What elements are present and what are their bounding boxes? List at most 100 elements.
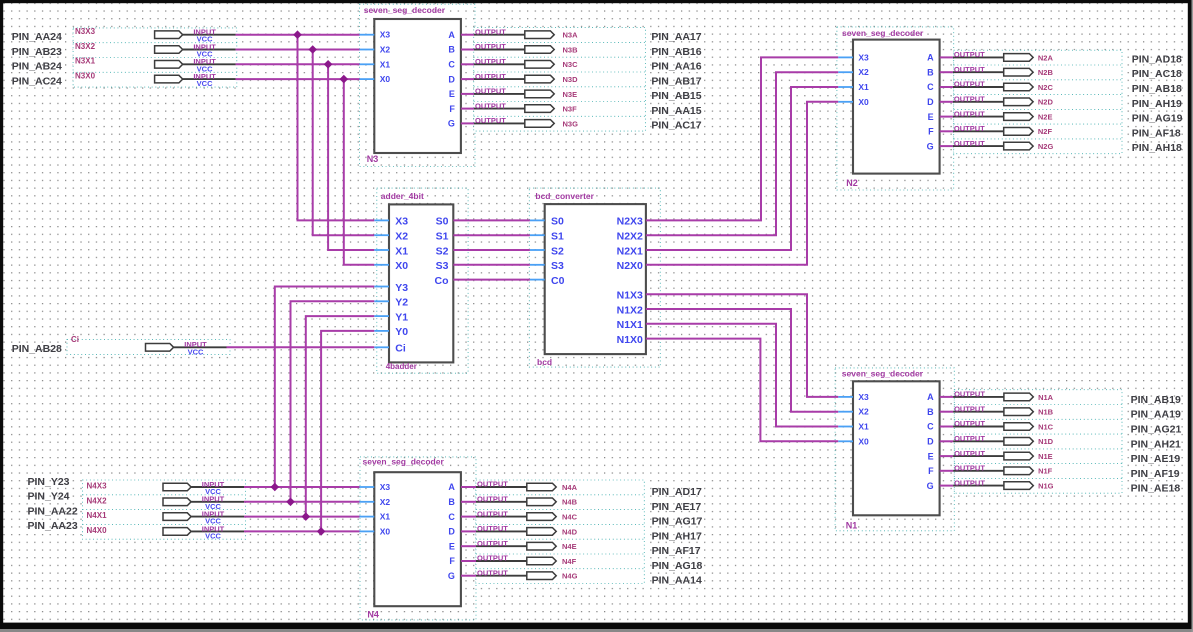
- svg-text:VCC: VCC: [197, 64, 213, 73]
- svg-text:PIN_AH19: PIN_AH19: [1132, 98, 1182, 110]
- svg-text:INPUT: INPUT: [193, 57, 216, 66]
- svg-text:OUTPUT: OUTPUT: [477, 480, 508, 489]
- svg-text:PIN_AG21: PIN_AG21: [1131, 424, 1182, 436]
- svg-text:F: F: [449, 104, 455, 114]
- svg-text:X2: X2: [380, 497, 391, 507]
- svg-text:C: C: [448, 512, 455, 522]
- svg-text:N3C: N3C: [563, 60, 579, 69]
- svg-text:C: C: [927, 422, 934, 432]
- svg-text:C: C: [927, 82, 934, 92]
- svg-text:N2A: N2A: [1038, 53, 1054, 62]
- svg-text:PIN_AB18: PIN_AB18: [1132, 83, 1182, 95]
- svg-text:N2X3: N2X3: [617, 216, 643, 228]
- svg-text:C: C: [448, 60, 455, 70]
- svg-text:PIN_AB19: PIN_AB19: [1131, 394, 1181, 406]
- svg-text:OUTPUT: OUTPUT: [954, 434, 985, 443]
- svg-text:C0: C0: [551, 275, 565, 287]
- svg-text:N2X1: N2X1: [617, 245, 643, 257]
- svg-text:PIN_AB15: PIN_AB15: [651, 90, 701, 102]
- svg-text:PIN_AA14: PIN_AA14: [652, 575, 702, 587]
- svg-text:N1B: N1B: [1038, 408, 1054, 417]
- svg-text:OUTPUT: OUTPUT: [954, 95, 985, 104]
- svg-text:PIN_AG19: PIN_AG19: [1132, 113, 1183, 125]
- svg-text:B: B: [927, 67, 934, 77]
- svg-text:N2D: N2D: [1038, 98, 1054, 107]
- svg-text:VCC: VCC: [205, 531, 221, 540]
- svg-text:INPUT: INPUT: [202, 524, 225, 533]
- svg-text:N3E: N3E: [563, 90, 578, 99]
- svg-text:F: F: [449, 556, 455, 566]
- svg-text:PIN_Y23: PIN_Y23: [28, 476, 70, 488]
- svg-text:Ci: Ci: [71, 335, 79, 344]
- svg-text:N3X0: N3X0: [75, 72, 96, 81]
- svg-text:D: D: [927, 437, 934, 447]
- svg-text:OUTPUT: OUTPUT: [475, 57, 506, 66]
- svg-text:G: G: [927, 141, 934, 151]
- svg-text:Y1: Y1: [395, 311, 408, 323]
- svg-text:PIN_AC17: PIN_AC17: [651, 120, 701, 132]
- svg-text:N4C: N4C: [562, 513, 578, 522]
- svg-text:PIN_AE18: PIN_AE18: [1131, 483, 1181, 495]
- svg-text:X3: X3: [858, 52, 869, 62]
- svg-text:Y2: Y2: [395, 297, 408, 309]
- svg-text:PIN_AA24: PIN_AA24: [12, 31, 62, 43]
- svg-text:A: A: [448, 482, 455, 492]
- svg-text:N4X1: N4X1: [87, 511, 108, 520]
- svg-text:X0: X0: [858, 436, 869, 446]
- svg-text:OUTPUT: OUTPUT: [954, 390, 985, 399]
- svg-text:bcd_converter: bcd_converter: [535, 191, 594, 201]
- svg-text:S2: S2: [551, 245, 564, 257]
- svg-text:N4B: N4B: [562, 498, 578, 507]
- svg-text:S2: S2: [436, 245, 449, 257]
- svg-text:PIN_AG17: PIN_AG17: [652, 516, 703, 528]
- svg-text:N4X0: N4X0: [87, 526, 108, 535]
- svg-text:OUTPUT: OUTPUT: [477, 568, 508, 577]
- svg-text:OUTPUT: OUTPUT: [954, 50, 985, 59]
- svg-text:N2F: N2F: [1038, 127, 1053, 136]
- svg-text:PIN_AF19: PIN_AF19: [1131, 468, 1180, 480]
- svg-text:seven_seg_decoder: seven_seg_decoder: [842, 368, 924, 378]
- svg-text:X0: X0: [380, 74, 391, 84]
- svg-text:OUTPUT: OUTPUT: [954, 124, 985, 133]
- svg-text:OUTPUT: OUTPUT: [954, 80, 985, 89]
- svg-text:S0: S0: [436, 216, 449, 228]
- svg-text:INPUT: INPUT: [193, 72, 216, 81]
- svg-text:OUTPUT: OUTPUT: [475, 116, 506, 125]
- svg-text:seven_seg_decoder: seven_seg_decoder: [364, 5, 446, 15]
- svg-text:N3B: N3B: [563, 45, 579, 54]
- svg-text:PIN_AG18: PIN_AG18: [652, 560, 703, 572]
- svg-text:PIN_AF18: PIN_AF18: [1132, 127, 1181, 139]
- svg-text:X2: X2: [858, 407, 869, 417]
- svg-text:PIN_AF17: PIN_AF17: [652, 545, 701, 557]
- svg-text:N3A: N3A: [563, 31, 579, 40]
- svg-text:OUTPUT: OUTPUT: [475, 27, 506, 36]
- svg-text:PIN_AA16: PIN_AA16: [651, 61, 701, 73]
- svg-text:PIN_AB24: PIN_AB24: [12, 61, 62, 73]
- svg-text:X2: X2: [395, 231, 408, 243]
- svg-text:N4E: N4E: [562, 542, 577, 551]
- svg-text:N1X0: N1X0: [617, 334, 643, 346]
- svg-text:N3D: N3D: [563, 75, 579, 84]
- svg-text:X1: X1: [380, 512, 391, 522]
- svg-text:PIN_AB17: PIN_AB17: [651, 75, 701, 87]
- svg-text:N2B: N2B: [1038, 68, 1054, 77]
- svg-text:Ci: Ci: [395, 343, 406, 355]
- svg-text:X1: X1: [858, 422, 869, 432]
- svg-text:N4: N4: [367, 609, 379, 619]
- svg-text:Y0: Y0: [395, 326, 408, 338]
- svg-text:adder_4bit: adder_4bit: [381, 191, 424, 201]
- svg-text:X0: X0: [395, 260, 408, 272]
- svg-text:X2: X2: [858, 67, 869, 77]
- svg-text:PIN_AB23: PIN_AB23: [12, 46, 62, 58]
- svg-text:D: D: [448, 74, 455, 84]
- svg-text:PIN_AB16: PIN_AB16: [651, 46, 701, 58]
- svg-text:Y3: Y3: [395, 282, 408, 294]
- svg-text:X1: X1: [395, 245, 408, 257]
- svg-text:S3: S3: [551, 260, 564, 272]
- svg-text:Co: Co: [435, 275, 449, 287]
- svg-text:PIN_AH17: PIN_AH17: [652, 530, 702, 542]
- svg-text:OUTPUT: OUTPUT: [954, 449, 985, 458]
- svg-text:VCC: VCC: [205, 517, 221, 526]
- svg-text:G: G: [448, 571, 455, 581]
- svg-text:PIN_AD18: PIN_AD18: [1132, 53, 1182, 65]
